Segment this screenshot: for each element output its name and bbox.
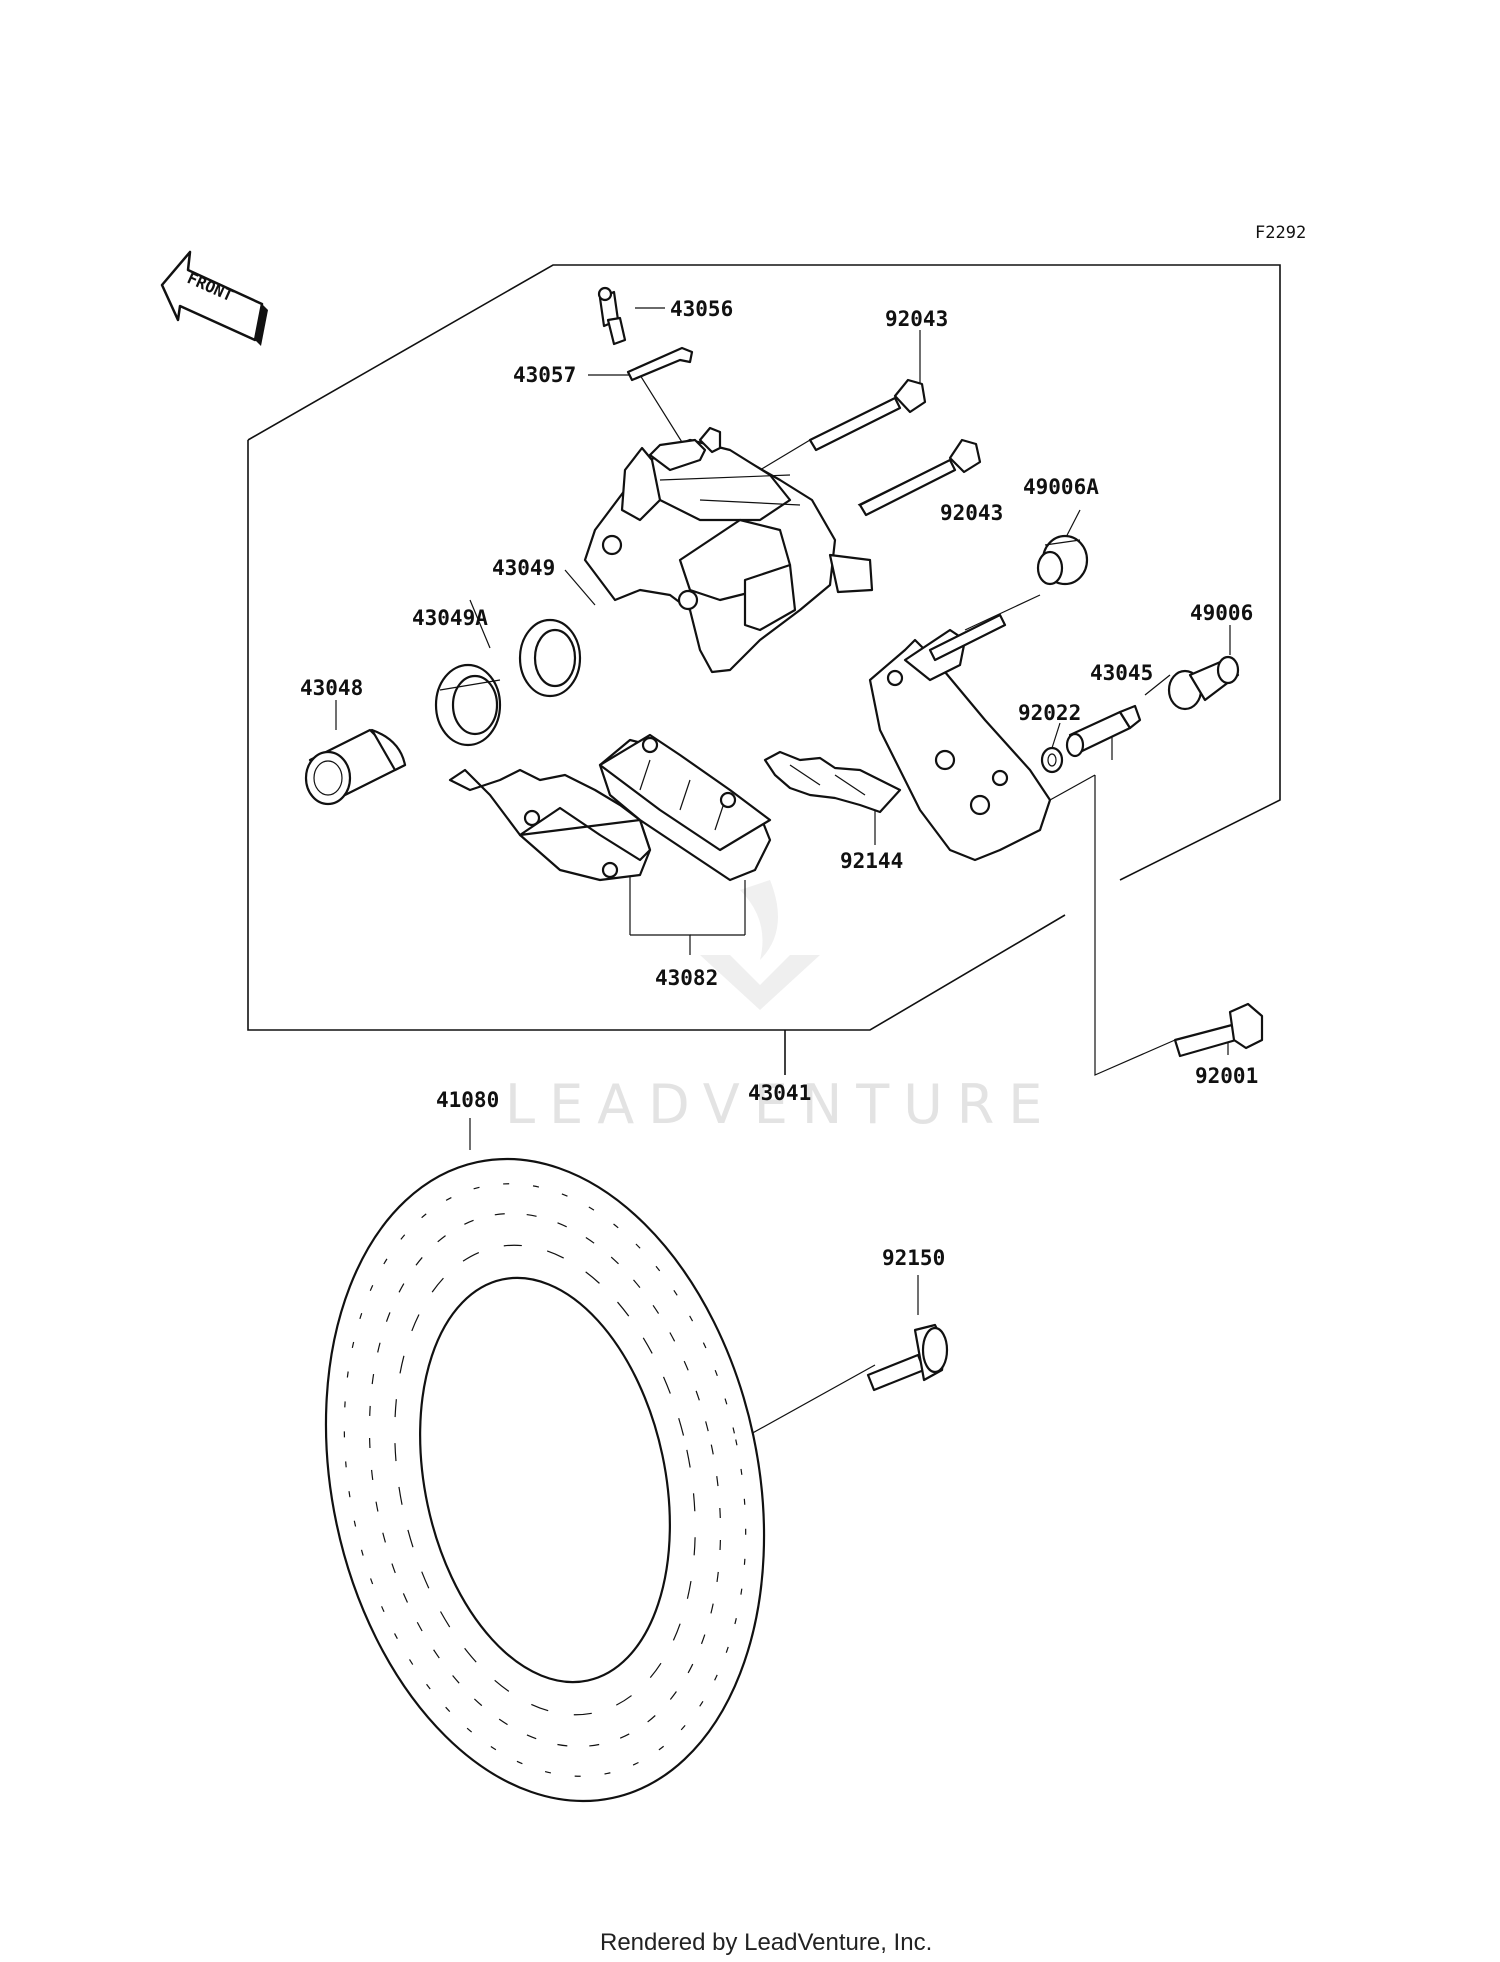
bolt-92001	[1173, 1002, 1264, 1058]
label-49006[interactable]: 49006	[1190, 601, 1253, 625]
front-arrow-icon: FRONT	[160, 250, 268, 346]
label-49006A[interactable]: 49006A	[1023, 475, 1099, 499]
brake-pad-rear	[598, 733, 772, 882]
label-92043-lower[interactable]: 92043	[940, 501, 1003, 525]
assembly-frame	[247, 264, 1281, 1075]
seal-43049A	[434, 663, 502, 747]
brake-pad-front	[448, 768, 652, 882]
bleeder-valve	[597, 286, 627, 346]
label-92150[interactable]: 92150	[882, 1246, 945, 1270]
footer-credit: Rendered by LeadVenture, Inc.	[600, 1929, 932, 1956]
label-43056[interactable]: 43056	[670, 297, 733, 321]
brake-disc	[324, 1157, 766, 1803]
boot-49006A	[1036, 534, 1089, 586]
caliper-body	[583, 426, 874, 674]
pad-spring	[763, 750, 902, 814]
watermark-text: LEADVENTURE	[505, 1073, 1056, 1136]
label-92001[interactable]: 92001	[1195, 1064, 1258, 1088]
slide-pin	[1065, 704, 1142, 758]
boot-49006	[1167, 655, 1240, 711]
piston-43048	[304, 728, 407, 806]
label-92043-upper[interactable]: 92043	[885, 307, 948, 331]
diagram-code: F2292	[1255, 223, 1306, 243]
label-43057[interactable]: 43057	[513, 363, 576, 387]
label-43048[interactable]: 43048	[300, 676, 363, 700]
label-92022[interactable]: 92022	[1018, 701, 1081, 725]
label-41080[interactable]: 41080	[436, 1088, 499, 1112]
label-43049[interactable]: 43049	[492, 556, 555, 580]
part-labels: 43056 43057 92043 92043 49006A 43049 430…	[300, 297, 1258, 1270]
washer-92022	[1040, 746, 1064, 774]
label-43082[interactable]: 43082	[655, 966, 718, 990]
leader-lines	[335, 307, 1231, 1441]
watermark: LEADVENTURE	[505, 880, 1056, 1136]
label-43041[interactable]: 43041	[748, 1081, 811, 1105]
label-43045[interactable]: 43045	[1090, 661, 1153, 685]
seal-43049	[518, 618, 582, 698]
label-43049A[interactable]: 43049A	[412, 606, 488, 630]
pin-upper	[808, 378, 927, 452]
label-92144[interactable]: 92144	[840, 849, 903, 873]
caliper-bracket	[868, 613, 1052, 862]
bolt-92150	[866, 1323, 949, 1392]
pin-lower	[858, 438, 982, 517]
bleeder-cap	[626, 346, 694, 382]
